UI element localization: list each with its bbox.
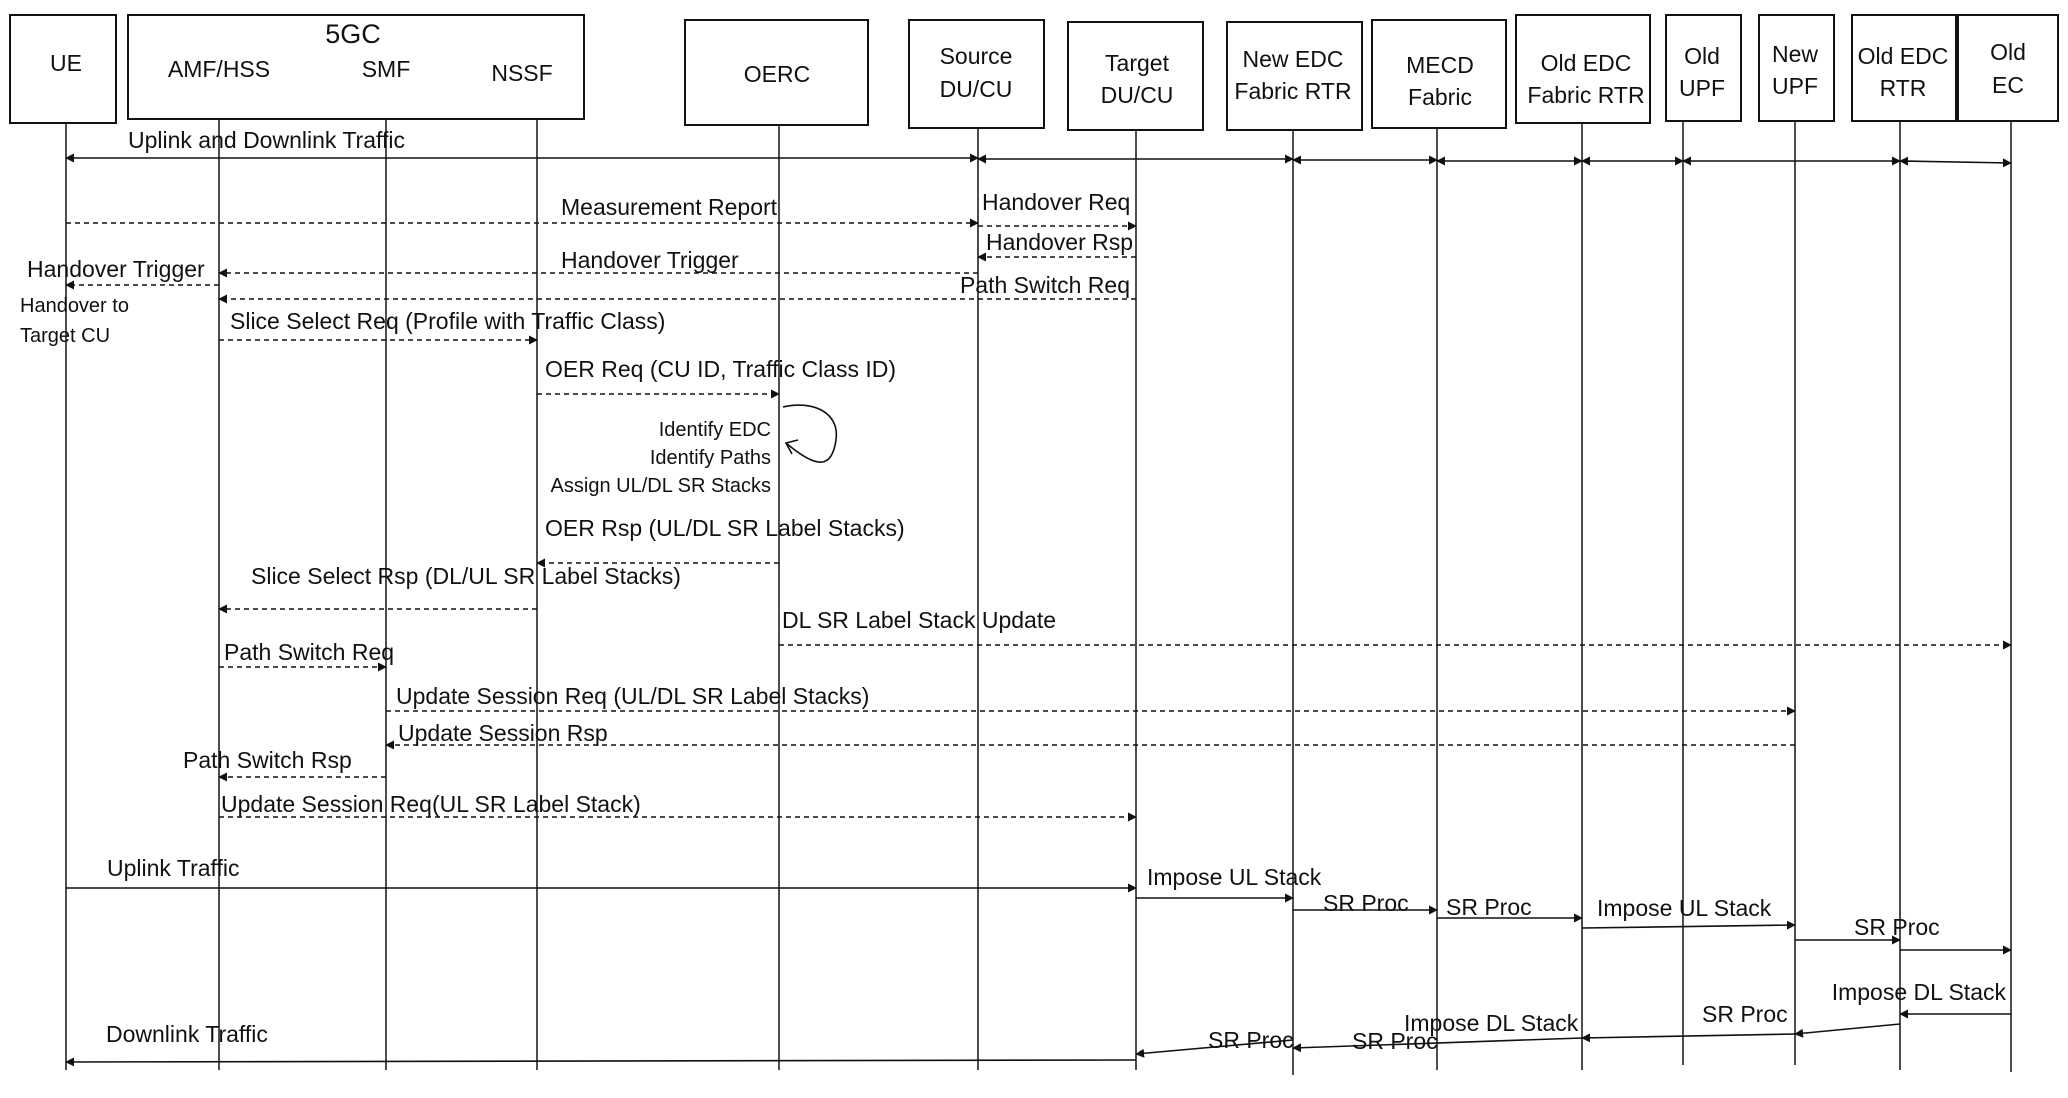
participant-label-old-edc-fabric-line2: Fabric RTR: [1527, 82, 1644, 108]
message-label: SR Proc: [1352, 1028, 1438, 1054]
participant-label-old-ec-line2: EC: [1992, 72, 2024, 98]
message-label: Handover Trigger: [561, 247, 739, 273]
participant-box-old-edc-rtr: [1851, 14, 1957, 122]
participant-label-ue: UE: [50, 50, 82, 76]
message-arrow-tgt-to-ue: [65, 1057, 1137, 1067]
message-label: Uplink Traffic: [107, 855, 240, 881]
note-oerc-line2: Identify Paths: [650, 447, 771, 469]
participant-box-old-edc-fabric-rtr: [1515, 14, 1651, 124]
participant-label-new-edc-line2: Fabric RTR: [1234, 78, 1351, 104]
message-arrow-oldedcf-to-newedc: [1292, 1037, 1583, 1053]
message-label: Slice Select Req (Profile with Traffic C…: [230, 308, 665, 334]
message-label: OER Req (CU ID, Traffic Class ID): [545, 356, 896, 382]
message-arrow-oldedcf-to-newupf: [1581, 920, 1796, 930]
participant-box-old-upf: [1665, 14, 1742, 122]
notes: Handover to Target CU Identify EDC Ident…: [20, 295, 838, 497]
message-label: Path Switch Req: [224, 639, 394, 665]
participant-label-mecd-line2: Fabric: [1408, 84, 1472, 110]
participant-label-new-edc-line1: New EDC: [1243, 46, 1344, 72]
message-label: SR Proc: [1702, 1001, 1788, 1027]
message-label: Impose UL Stack: [1147, 864, 1322, 890]
message-label: Impose DL Stack: [1832, 979, 2007, 1005]
participant-label-new-upf-line2: UPF: [1772, 73, 1818, 99]
note-oerc-line1: Identify EDC: [659, 419, 771, 441]
participant-box-target-du-cu: [1067, 21, 1204, 131]
message-label: SR Proc: [1446, 894, 1532, 920]
note-oerc-line3: Assign UL/DL SR Stacks: [551, 475, 771, 497]
participant-label-oerc: OERC: [744, 61, 810, 87]
message-arrow-newedc-to-tgt: [1135, 1039, 1294, 1058]
participant-box-new-upf: [1758, 14, 1835, 122]
message-label: Uplink and Downlink Traffic: [128, 127, 405, 153]
participant-box-oerc: [684, 19, 869, 126]
participant-headers: UE 5GC AMF/HSS SMF NSSF OERC Source DU/C…: [9, 14, 2059, 131]
participant-box-old-ec: [1957, 14, 2059, 122]
lifelines: [65, 119, 2012, 1075]
message-label: Update Session Req (UL/DL SR Label Stack…: [396, 683, 869, 709]
group-member-amf-hss: AMF/HSS: [168, 56, 270, 82]
message-label: Measurement Report: [561, 194, 778, 220]
message-label: Update Session Rsp: [398, 720, 608, 746]
message-label: SR Proc: [1854, 914, 1940, 940]
participant-label-old-ec-line1: Old: [1990, 39, 2026, 65]
participant-label-new-upf-line1: New: [1772, 41, 1818, 67]
message-label: Downlink Traffic: [106, 1021, 268, 1047]
self-loop-arrowhead-oerc: [784, 439, 799, 455]
participant-label-old-edc-fabric-line1: Old EDC: [1541, 50, 1632, 76]
participant-box-ue: [9, 14, 117, 124]
message-label: DL SR Label Stack Update: [782, 607, 1056, 633]
message-label: OER Rsp (UL/DL SR Label Stacks): [545, 515, 905, 541]
group-member-nssf: NSSF: [491, 60, 552, 86]
group-box-5gc: [127, 14, 585, 120]
message-label: Impose UL Stack: [1597, 895, 1772, 921]
participant-box-new-edc-fabric-rtr: [1226, 21, 1363, 131]
message-label: Update Session Req(UL SR Label Stack): [221, 791, 641, 817]
message-arrow-newupf-to-oldedcf: [1581, 1033, 1796, 1043]
note-handover-line1: Handover to: [20, 295, 129, 317]
participant-box-source-du-cu: [908, 19, 1045, 129]
message-label: SR Proc: [1208, 1027, 1294, 1053]
participant-label-source-line1: Source: [940, 43, 1013, 69]
participant-label-old-edc-rtr-line1: Old EDC: [1858, 43, 1949, 69]
participant-label-mecd-line1: MECD: [1406, 52, 1474, 78]
participant-label-target-line1: Target: [1105, 50, 1170, 76]
message-label: Handover Rsp: [986, 229, 1133, 255]
message-label: Slice Select Rsp (DL/UL SR Label Stacks): [251, 563, 681, 589]
participant-label-source-line2: DU/CU: [940, 76, 1013, 102]
group-member-smf: SMF: [362, 56, 411, 82]
self-loop-arrow-oerc: [782, 404, 838, 463]
message-label: Path Switch Req: [960, 272, 1130, 298]
participant-label-old-edc-rtr-line2: RTR: [1880, 75, 1927, 101]
participant-label-old-upf-line2: UPF: [1679, 75, 1725, 101]
message-label: Path Switch Rsp: [183, 747, 352, 773]
message-label: SR Proc: [1323, 890, 1409, 916]
message-arrow-oldrtr-to-newupf: [1794, 1023, 1901, 1038]
participant-box-mecd-fabric: [1371, 19, 1507, 129]
message-arrow-oldrtr-to-oldec: [1899, 156, 2012, 168]
participant-label-target-line2: DU/CU: [1101, 82, 1174, 108]
participant-label-old-upf-line1: Old: [1684, 43, 1720, 69]
message-label: Impose DL Stack: [1404, 1010, 1579, 1036]
message-label: Handover Trigger: [27, 256, 205, 282]
note-handover-line2: Target CU: [20, 325, 110, 347]
message-label: Handover Req: [982, 189, 1130, 215]
group-title-5gc: 5GC: [325, 19, 381, 49]
